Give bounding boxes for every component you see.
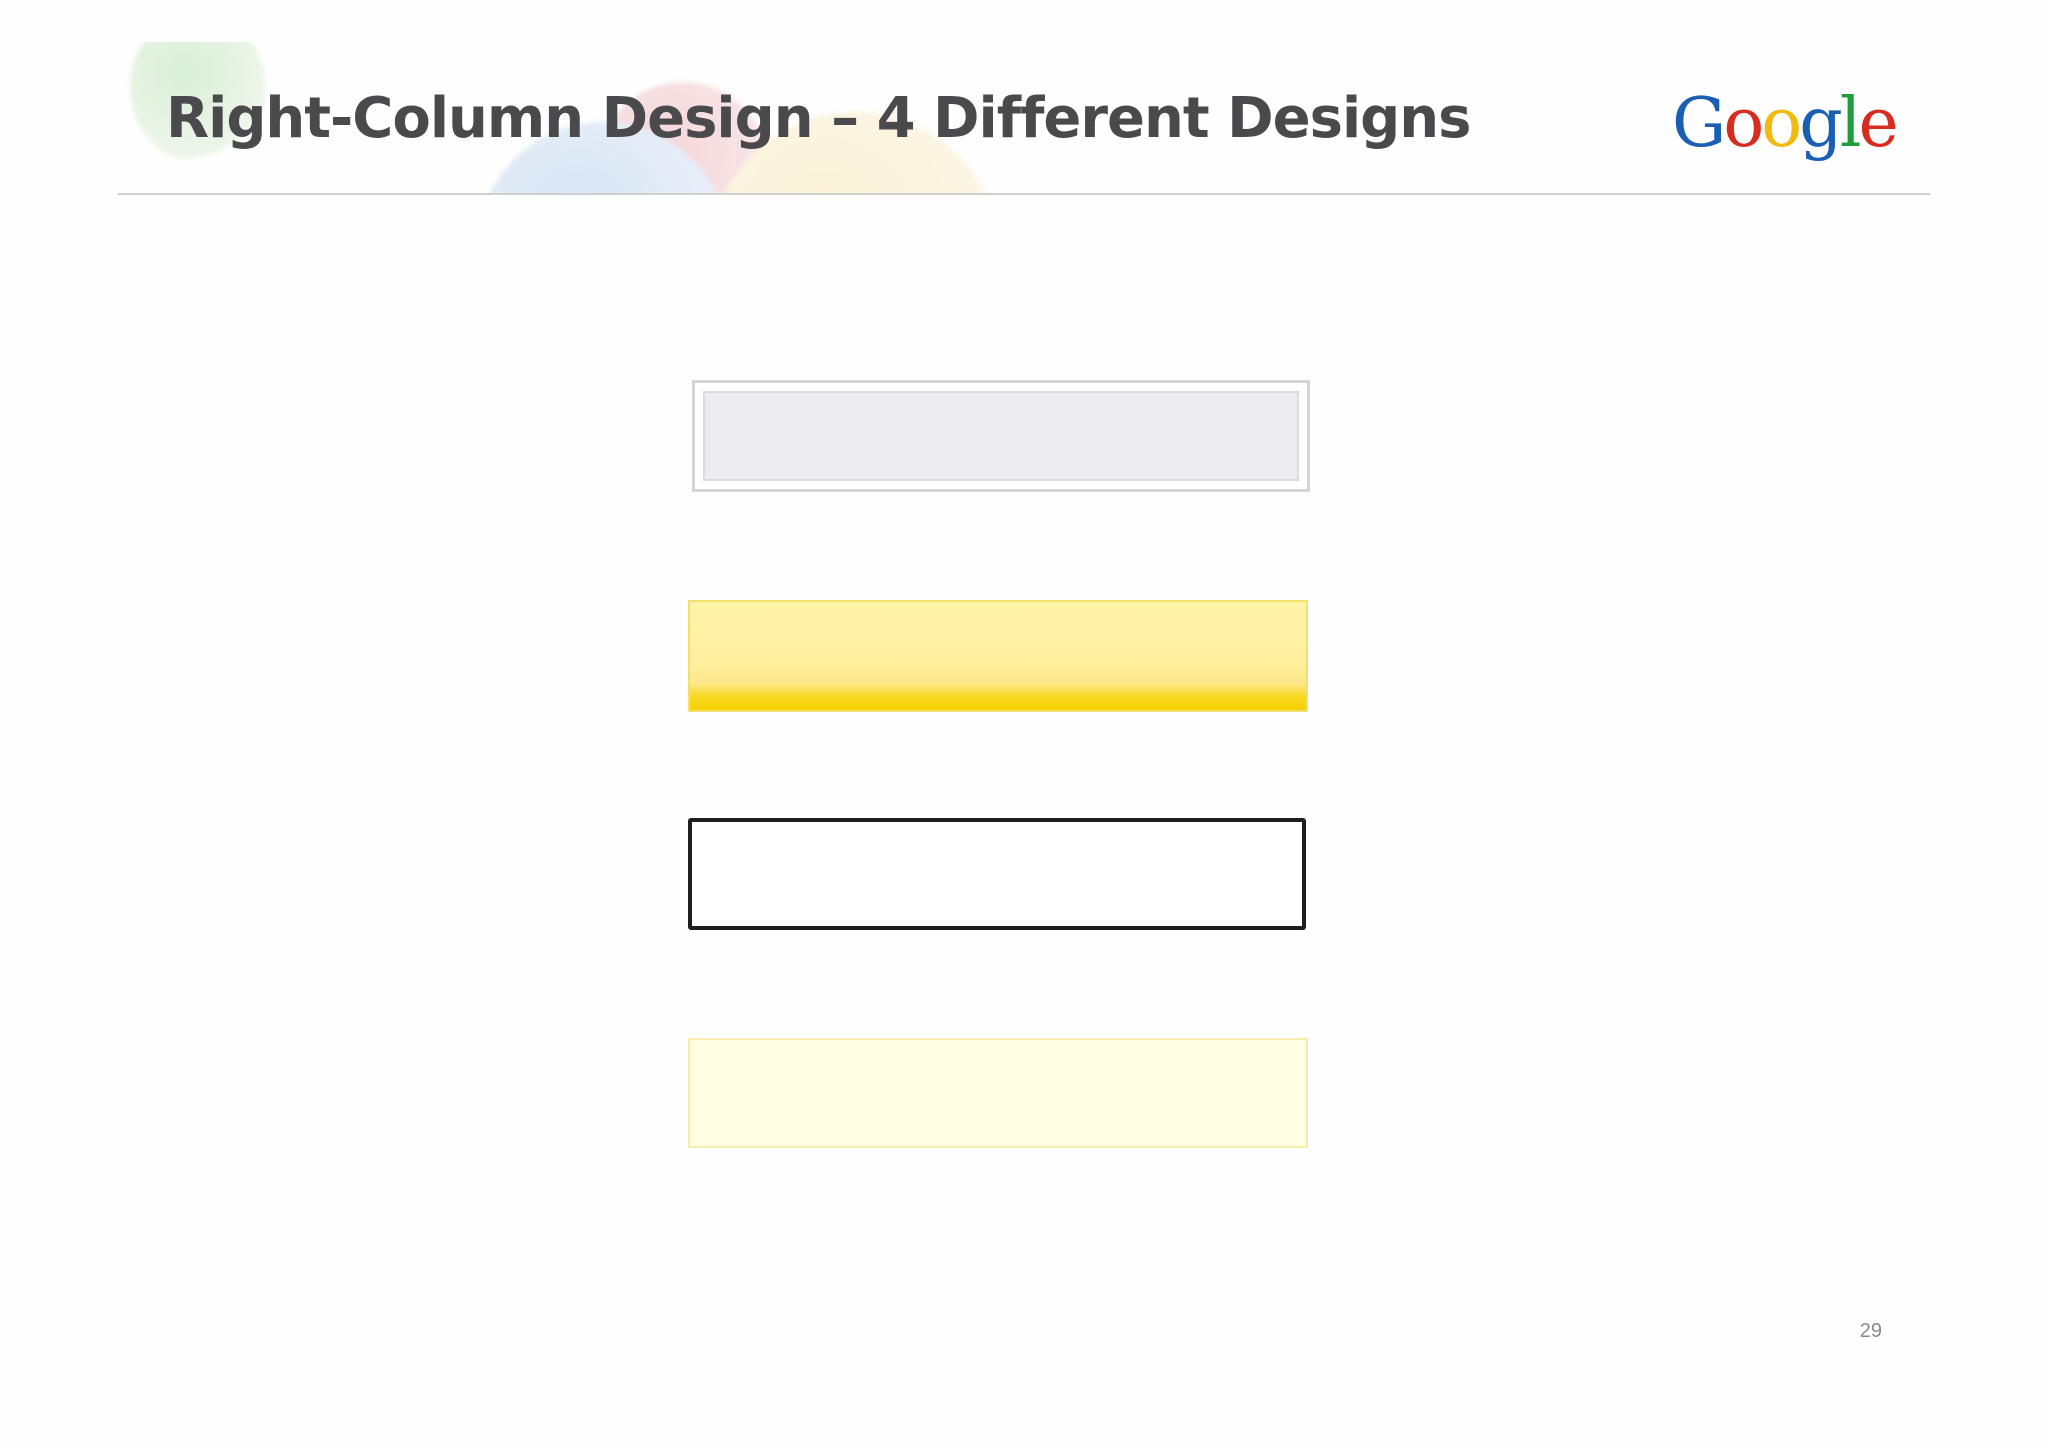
- design-4-pale-yellow-box: [688, 1038, 1308, 1148]
- header-divider: [118, 193, 1930, 195]
- google-logo-letter: o: [1723, 84, 1764, 163]
- design-1-inner-panel: [703, 391, 1299, 481]
- design-3-black-outlined-box: [688, 818, 1306, 930]
- google-logo-letter: l: [1839, 84, 1862, 163]
- design-2-yellow-gradient-box: [688, 600, 1308, 712]
- slide-title: Right-Column Design – 4 Different Design…: [166, 86, 1471, 151]
- page-number: 29: [1859, 1320, 1882, 1342]
- google-logo-letter: g: [1799, 84, 1842, 163]
- design-1-gray-bordered-box: [692, 380, 1310, 492]
- google-logo-letter: o: [1761, 84, 1802, 163]
- google-logo-letter: e: [1858, 84, 1899, 163]
- google-logo: Google: [1672, 84, 1899, 163]
- google-logo-letter: G: [1672, 84, 1726, 163]
- green-balloon-decoration: [130, 42, 265, 162]
- header-balloons-decoration: [0, 42, 2048, 194]
